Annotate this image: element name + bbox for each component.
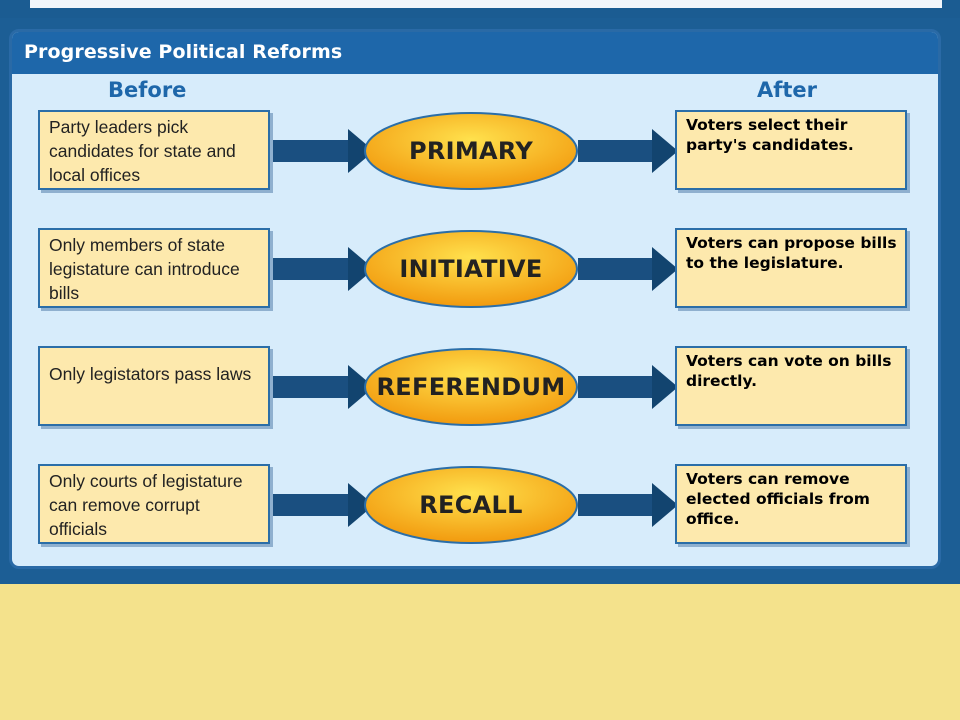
before-box: Party leaders pick candidates for state …: [38, 110, 270, 190]
left-arrow-shaft: [270, 140, 350, 162]
after-box: Voters can vote on bills directly.: [675, 346, 907, 426]
panel-header: Progressive Political Reforms: [12, 32, 938, 74]
left-arrow-shaft: [270, 494, 350, 516]
right-arrow-shaft: [578, 494, 654, 516]
left-arrow-shaft: [270, 376, 350, 398]
flow-arrows: [270, 365, 678, 409]
flow-arrows: [270, 247, 678, 291]
reform-oval: [364, 230, 578, 308]
right-arrow-head: [652, 365, 678, 409]
left-arrow-head: [348, 483, 374, 527]
before-box: Only courts of legistature can remove co…: [38, 464, 270, 544]
top-strip: [0, 0, 960, 18]
panel-title: Progressive Political Reforms: [24, 41, 343, 63]
reform-row-primary: Party leaders pick candidates for state …: [12, 110, 938, 192]
flow-arrows: [270, 483, 678, 527]
reform-row-recall: Only courts of legistature can remove co…: [12, 464, 938, 546]
after-box: Voters select their party's candidates.: [675, 110, 907, 190]
right-arrow-head: [652, 483, 678, 527]
reform-row-initiative: Only members of state legistature can in…: [12, 228, 938, 310]
right-arrow-shaft: [578, 258, 654, 280]
reform-label: RECALL: [419, 491, 523, 519]
top-strip-inner: [30, 0, 942, 8]
reform-label: REFERENDUM: [376, 373, 566, 401]
flow-arrows: [270, 129, 678, 173]
reform-oval: [364, 112, 578, 190]
before-column-heading: Before: [108, 78, 187, 102]
left-arrow-head: [348, 129, 374, 173]
right-arrow-shaft: [578, 140, 654, 162]
before-box: Only members of state legistature can in…: [38, 228, 270, 308]
right-arrow-head: [652, 129, 678, 173]
reform-oval: [364, 466, 578, 544]
reform-label: INITIATIVE: [399, 255, 543, 283]
after-box: Voters can propose bills to the legislat…: [675, 228, 907, 308]
reform-oval: [364, 348, 578, 426]
right-arrow-shaft: [578, 376, 654, 398]
after-box: Voters can remove elected officials from…: [675, 464, 907, 544]
right-arrow-head: [652, 247, 678, 291]
after-column-heading: After: [757, 78, 818, 102]
reform-row-referendum: Only legistators pass laws REFERENDUM Vo…: [12, 346, 938, 428]
reform-label: PRIMARY: [408, 137, 534, 165]
reforms-panel: Progressive Political Reforms Before Aft…: [9, 29, 941, 569]
left-arrow-shaft: [270, 258, 350, 280]
left-arrow-head: [348, 365, 374, 409]
left-arrow-head: [348, 247, 374, 291]
bottom-area: [0, 584, 960, 720]
before-box: Only legistators pass laws: [38, 346, 270, 426]
